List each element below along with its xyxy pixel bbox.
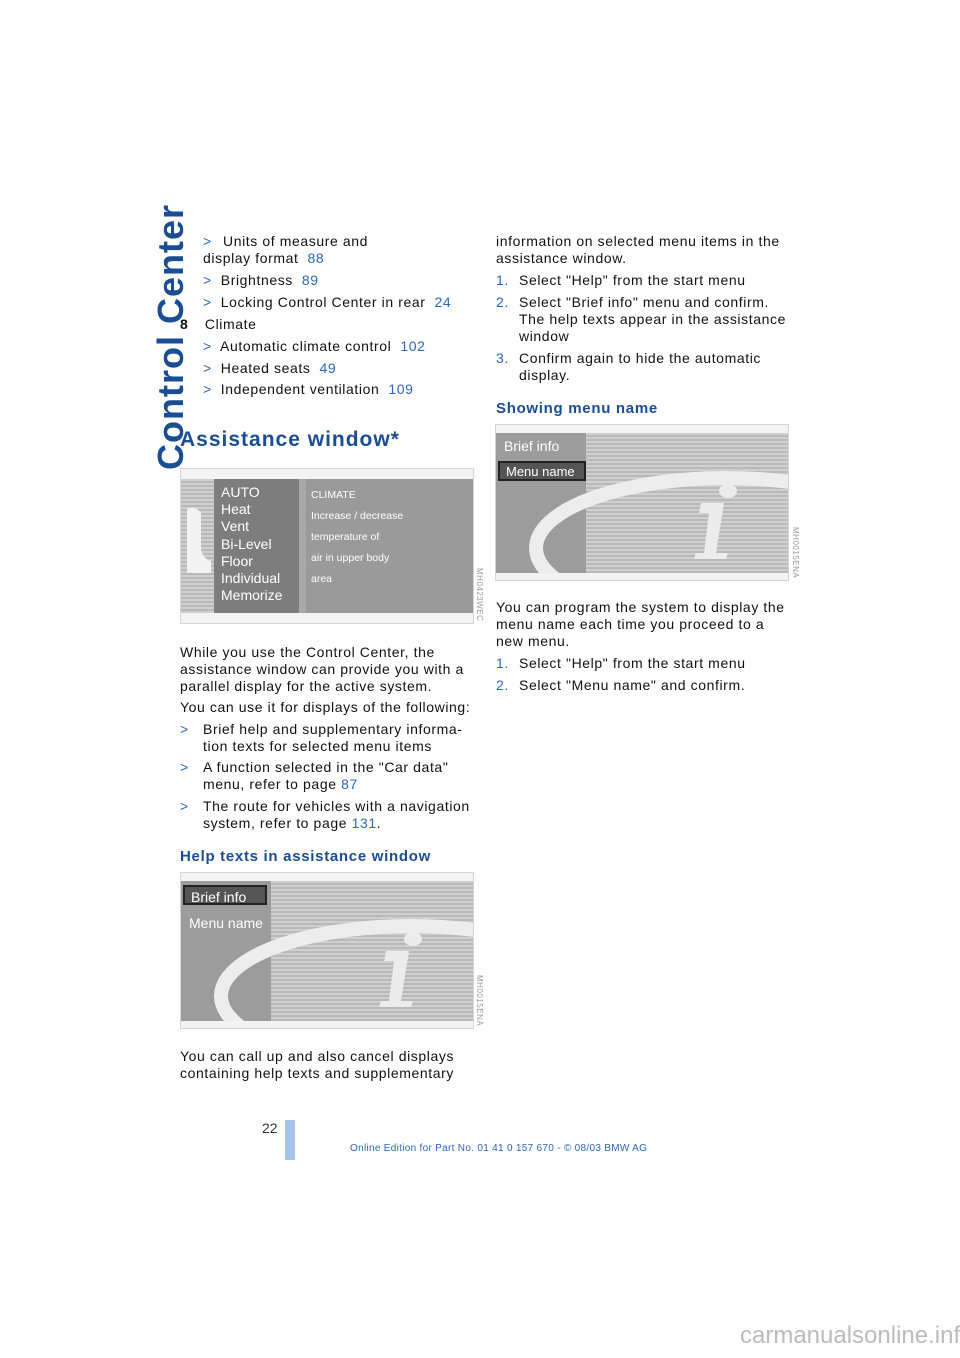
page-number: 22: [262, 1120, 278, 1136]
step-item: 3. Confirm again to hide the automatic d…: [496, 350, 762, 383]
list-item: > A function selected in the "Car data" …: [180, 759, 449, 792]
footer-text: Online Edition for Part No. 01 41 0 157 …: [350, 1143, 648, 1154]
numbered-item: 8 Climate: [180, 316, 257, 332]
menu-name-screenshot: Brief info Menu name: [495, 424, 789, 581]
list-item: > Brightness 89: [203, 272, 319, 288]
list-item: > Heated seats 49: [203, 360, 337, 376]
page-link[interactable]: 24: [434, 294, 452, 310]
watermark: carmanualsonline.info: [740, 1322, 960, 1349]
paragraph: You can program the system to display th…: [496, 599, 785, 649]
brief-info-item: Brief info: [183, 885, 267, 905]
brief-info-item: Brief info: [504, 438, 560, 454]
bullet-icon: >: [180, 759, 189, 775]
info-icon: [529, 471, 788, 573]
paragraph: You can call up and also cancel displays…: [180, 1048, 455, 1081]
bullet-icon: >: [203, 338, 212, 354]
list-item: > Automatic climate control 102: [203, 338, 426, 354]
accent-bar: [285, 1120, 295, 1160]
bullet-icon: >: [203, 294, 212, 310]
list-item: > Independent ventilation 109: [203, 381, 414, 397]
side-title: Control Center: [108, 204, 191, 480]
seat-icon: [187, 507, 211, 573]
scroll-strip: [299, 479, 306, 613]
section-heading: Assistance window*: [180, 428, 400, 451]
bullet-icon: >: [180, 798, 189, 814]
subsection-heading: Showing menu name: [496, 400, 658, 417]
paragraph: You can use it for displays of the follo…: [180, 699, 471, 715]
step-item: 1. Select "Help" from the start menu: [496, 272, 746, 288]
subsection-heading: Help texts in assistance window: [180, 848, 431, 865]
list-item: > Brief help and supplementary informa- …: [180, 721, 463, 754]
page-link[interactable]: 88: [307, 250, 325, 266]
info-icon: [214, 919, 473, 1021]
bullet-icon: >: [203, 272, 212, 288]
bullet-icon: >: [203, 360, 212, 376]
paragraph: information on selected menu items in th…: [496, 233, 780, 266]
menu-name-item: Menu name: [189, 915, 263, 931]
image-code: MH0423WEC: [475, 568, 484, 622]
list-item: > Locking Control Center in rear 24: [203, 294, 452, 310]
page-link[interactable]: 49: [319, 360, 337, 376]
step-item: 2. Select "Menu name" and confirm.: [496, 677, 746, 693]
page-link[interactable]: 89: [301, 272, 319, 288]
list-item: > The route for vehicles with a navigati…: [180, 798, 470, 831]
climate-menu: AUTO Heat Vent Bi-Level Floor Individual…: [214, 479, 299, 613]
climate-screenshot: AUTO Heat Vent Bi-Level Floor Individual…: [180, 468, 474, 624]
bullet-icon: >: [203, 233, 212, 249]
step-item: 2. Select "Brief info" menu and confirm.…: [496, 294, 786, 344]
page-link[interactable]: 109: [388, 381, 414, 397]
page-link[interactable]: 102: [400, 338, 426, 354]
help-screenshot: Brief info Menu name: [180, 872, 474, 1029]
page-link[interactable]: 131: [351, 815, 377, 831]
paragraph: While you use the Control Center, the as…: [180, 644, 464, 694]
image-code: MH0015ENA: [791, 527, 800, 579]
step-item: 1. Select "Help" from the start menu: [496, 655, 746, 671]
menu-name-item: Menu name: [498, 461, 586, 481]
climate-info-panel: CLIMATE Increase / decrease temperature …: [306, 479, 473, 613]
bullet-icon: >: [203, 381, 212, 397]
bullet-icon: >: [180, 721, 189, 737]
image-code: MH0015ENA: [475, 975, 484, 1027]
page-link[interactable]: 87: [341, 776, 358, 792]
